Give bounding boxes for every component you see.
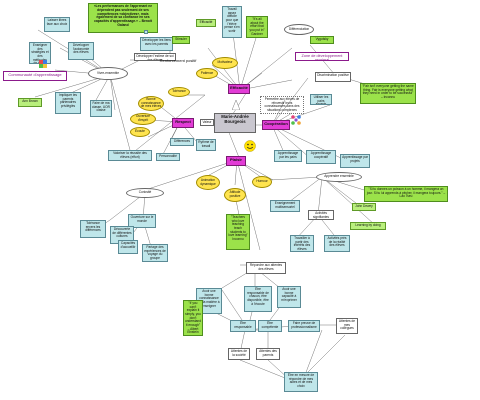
node-attentes-parents: Attentes des parents: [256, 348, 280, 360]
node-communaute: Communauté d'apprentissage: [3, 71, 67, 81]
node-appr-cooperatif-a: Apprentissage par les pairs: [274, 150, 302, 162]
node-attentes-collegues: Attentes de mes collègues: [336, 318, 358, 334]
node-faire-preuve: Faire preuve de professionnalisme: [288, 320, 320, 332]
node-respect: Respect: [172, 118, 194, 128]
node-laisser-libres: Laisser libres face aux choix: [44, 17, 70, 32]
node-ecoute: Écoute: [130, 127, 150, 137]
node-vygotsky: Vygotsky: [310, 36, 334, 44]
node-valeur-left: Valeur: [200, 119, 214, 126]
node-motivateur: Motivateur: [212, 57, 238, 69]
node-rythme: Rythme de travail: [196, 139, 216, 151]
node-decouverte: Découverte de différentes cultures: [110, 226, 134, 244]
node-ouverture-monde: Ouverture sur le monde: [128, 214, 156, 228]
node-plaisir: Plaisir: [226, 156, 246, 166]
node-attentes-societe: Attentes de la société: [228, 348, 250, 360]
node-partage: Partage des expériences de voyage du gro…: [142, 244, 168, 262]
node-appr-ensemble: Apprendre ensemble: [316, 172, 362, 182]
node-ouverture: Ouverture d'esprit: [130, 113, 156, 125]
node-teachers-quote: "Teachers who love teaching teach studen…: [226, 214, 250, 250]
node-etre-competente: Être compétente: [258, 320, 282, 332]
node-repondre: Répondre aux attentes des élèves: [246, 262, 286, 274]
node-ann-brown: Ann Brown: [18, 98, 42, 107]
smiley-icon: [244, 140, 256, 152]
node-dev-lestime: Développer l'estime de soi des élèves: [134, 53, 176, 61]
efficace-label: Efficacité: [230, 85, 248, 90]
node-activites-reelle: Activités près de la réalité des élèves: [324, 235, 350, 252]
node-patience: Patience: [196, 68, 218, 79]
node-impliquer-parents: Impliquer les parents partenaires privil…: [55, 92, 81, 114]
node-its-not-how: "It's all about the effort that you put …: [246, 16, 268, 38]
node-attitude: Attitude positive: [224, 188, 246, 202]
node-activites-sign: Activités signifiantes: [308, 210, 334, 220]
star-icon: [232, 100, 240, 110]
node-enseignement-multi: Enseignement multisensoriel: [270, 200, 300, 212]
node-humour: Humour: [252, 176, 272, 188]
node-travailler-carre: Travailler à partir des intérêts des élè…: [290, 235, 314, 252]
node-discrimination: Discrimination positive: [315, 72, 351, 82]
node-animation: Animation dynamique: [196, 175, 220, 190]
node-travail-assez: Travail assez difficile pour que l'élève…: [222, 6, 242, 38]
node-learning-doing: Learning by doing: [350, 222, 386, 230]
node-efficace: Efficacité: [228, 84, 250, 94]
node-etre-mesure: Être en mesure de répondre de mes actes …: [284, 372, 318, 392]
spacer: [144, 30, 148, 34]
puzzle-icon: [39, 60, 47, 68]
node-cooperation: Coopération: [262, 120, 290, 130]
node-renforcement: Renforcement positif: [159, 58, 197, 63]
node-tolerance2: Tolérance envers les différences: [80, 220, 106, 238]
node-tolerance: Tolérance: [168, 87, 190, 97]
node-efficacite: Efficacité: [196, 19, 216, 27]
node-einstein-quote: "If you can't explain it simply, you don…: [183, 300, 203, 336]
node-fair-quote: "Fair isn't everyone getting the same th…: [360, 83, 416, 104]
node-reinvestir: Permettre aux élèves de réinvestir leurs…: [260, 96, 304, 114]
node-vivre-ensemble: Vivre-ensemble: [88, 67, 128, 80]
people-icon: [291, 115, 301, 125]
node-developper-liens: Développer les liens avec les parents: [140, 37, 173, 51]
quote-galand: «Les performances de l'apprenant ne dépe…: [88, 3, 158, 33]
central-node: Marie-Andrée Bourgeois: [214, 113, 256, 133]
node-faire-lien: Faire de ma classe, UOR classe: [90, 100, 112, 117]
node-utiliser-experts: Utiliser les pairs experts: [310, 94, 332, 105]
node-zone-proximale: Zone de développement proximal: [295, 52, 349, 61]
node-donne-poisson: "Si tu donnes un poisson à un homme, il …: [364, 186, 448, 202]
node-differenciation: Différenciation: [284, 24, 314, 35]
node-developper-autonomie: Développer l'autonomie des élèves: [68, 42, 94, 60]
node-curiosite: Curiosité: [126, 188, 164, 198]
node-etre-responsable: Être responsable: [230, 320, 256, 332]
node-capacites: Capacités d'accueillir: [118, 240, 138, 254]
node-differences: Différences: [170, 138, 194, 146]
node-personnalite: Personnalité: [156, 153, 180, 161]
node-etre-disponible: Être responsable de chacun, être disponi…: [244, 286, 272, 312]
node-bonne-conn: Bonne connaissance de mes élèves: [138, 96, 164, 111]
node-stimuler: Stimuler: [172, 36, 190, 44]
node-valoriser: Valoriser la réussite des élèves (effort…: [108, 150, 152, 161]
node-appr-cooperatif: Apprentissage coopératif: [306, 150, 336, 164]
node-appr-projets: Apprentissage par projets: [340, 154, 370, 168]
node-john-dewey: John Dewey: [352, 203, 376, 211]
node-bonne-capacite: Avoir une bonne capacité à m'exprimer: [277, 286, 301, 308]
